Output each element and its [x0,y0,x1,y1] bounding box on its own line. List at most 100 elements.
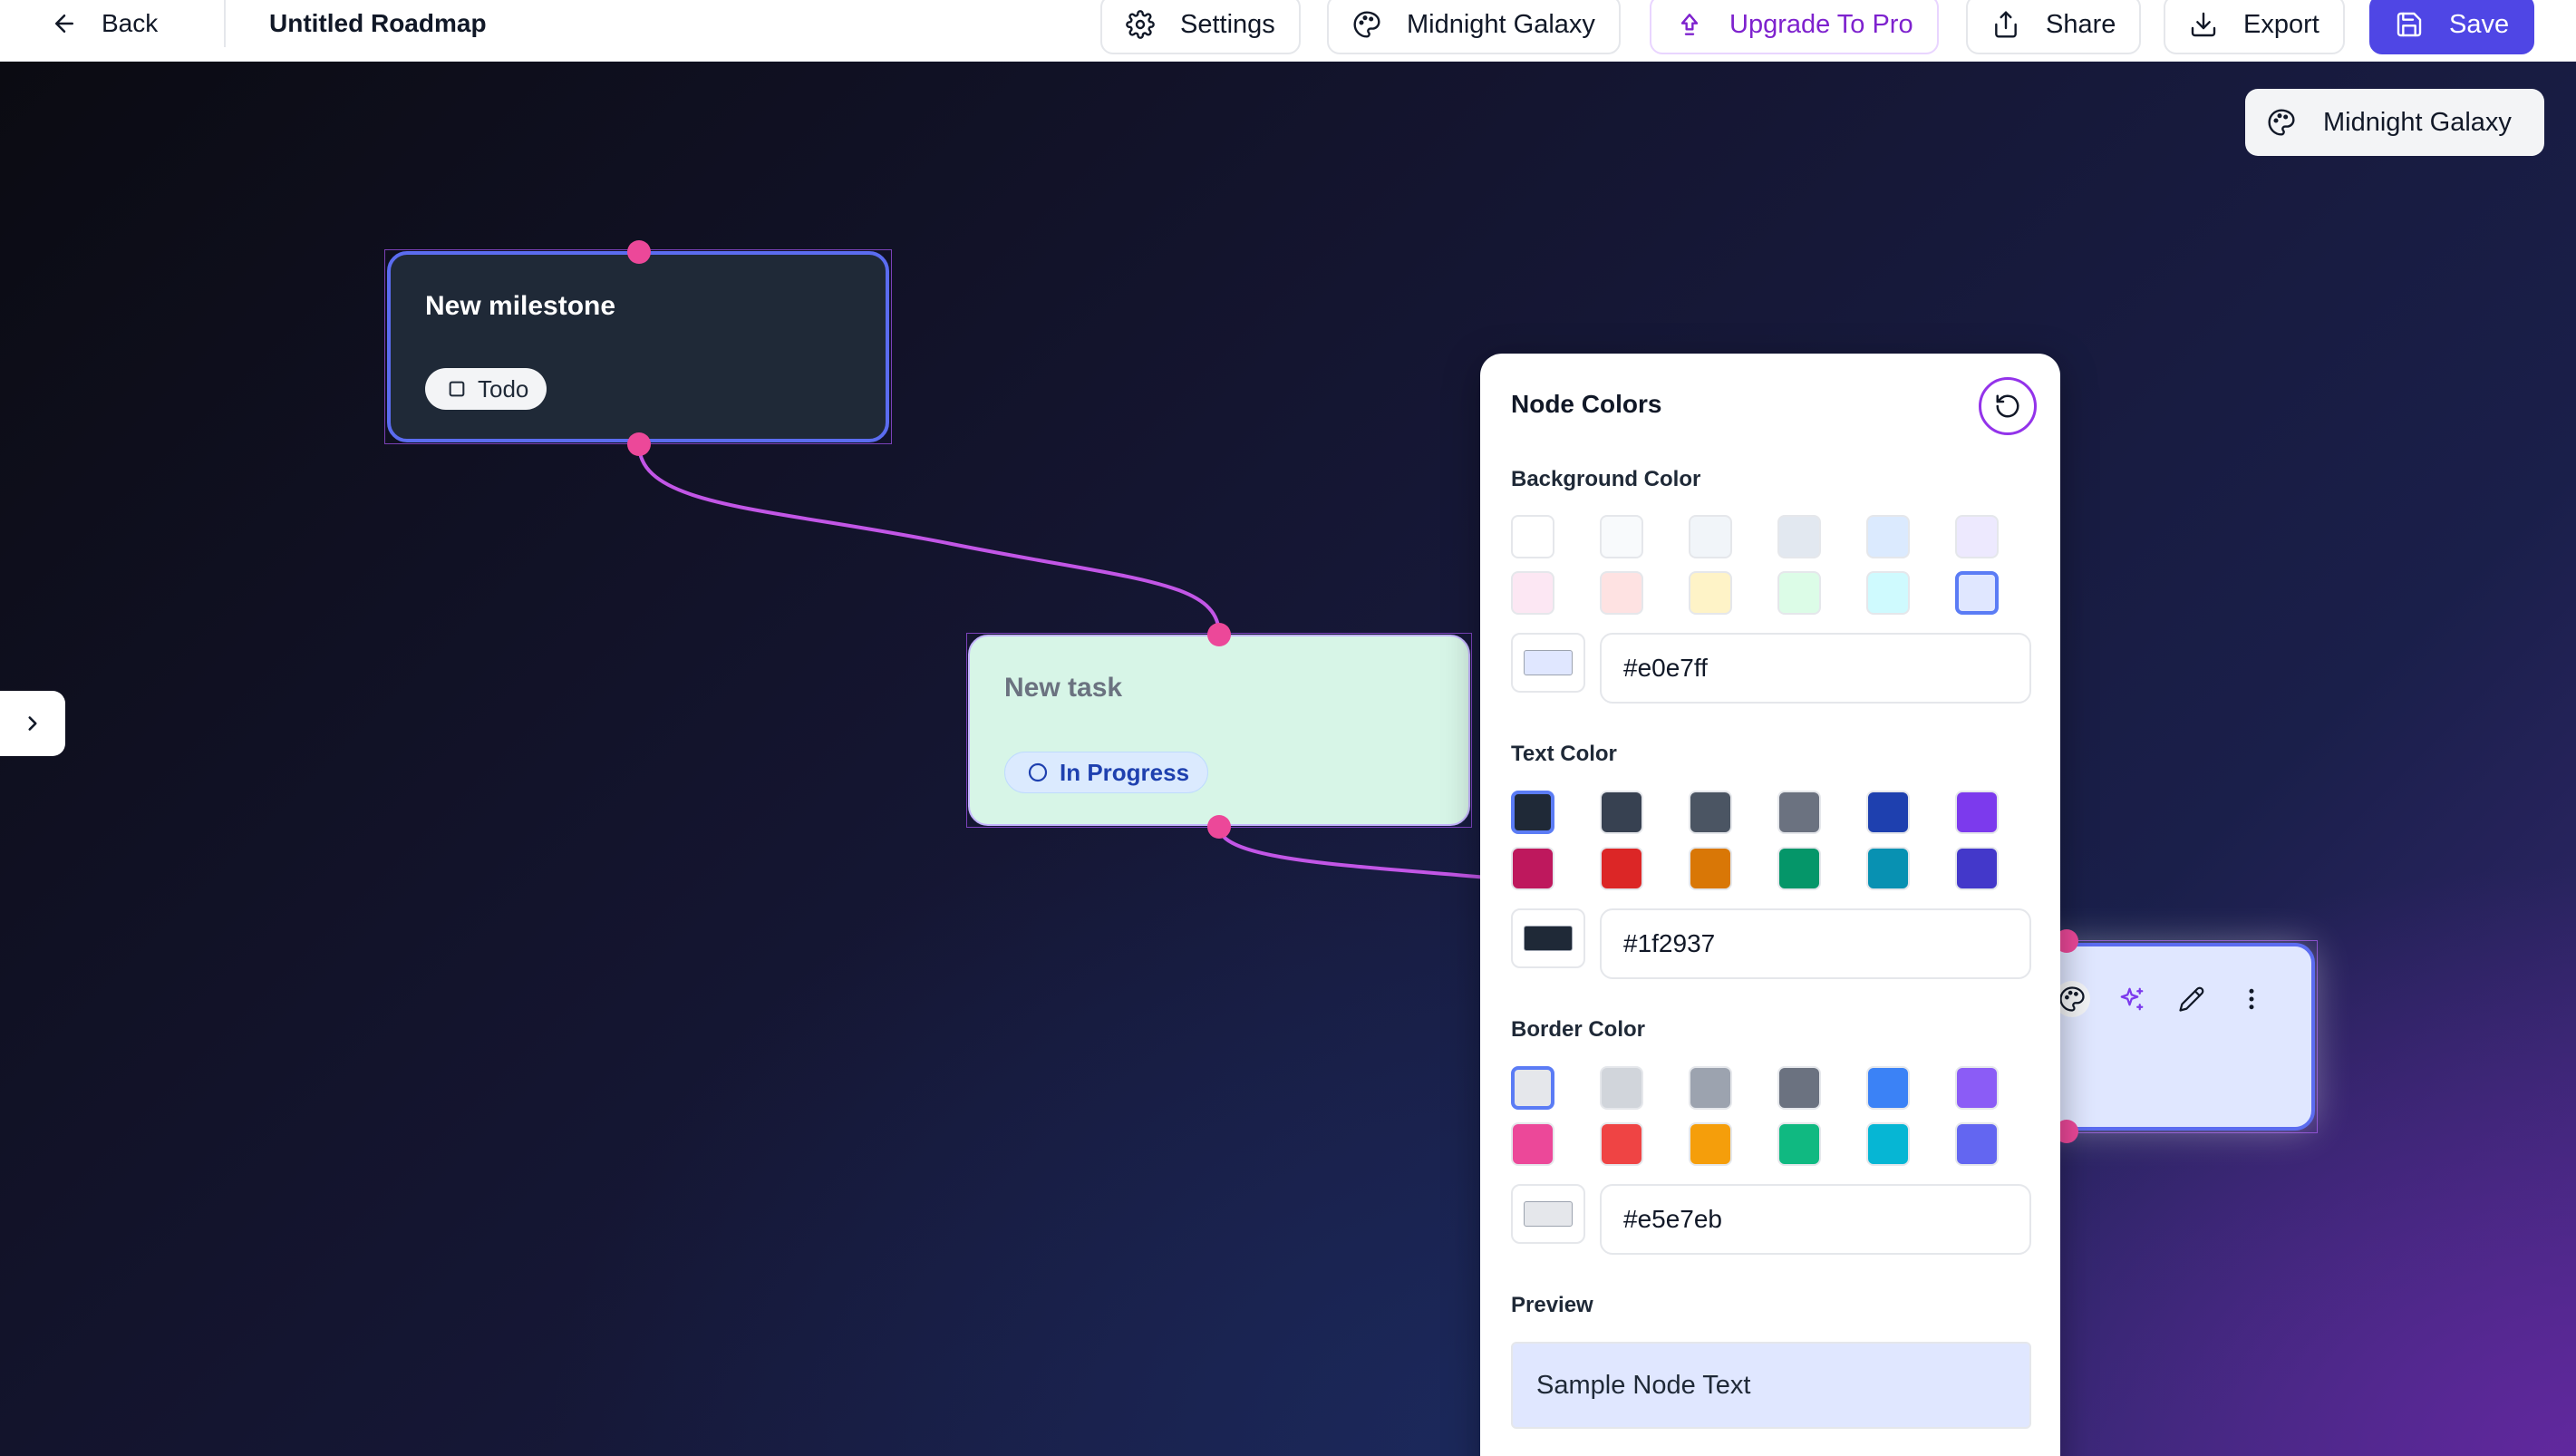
text-swatch[interactable] [1955,791,1999,834]
border-swatch[interactable] [1689,1122,1732,1166]
background-swatch[interactable] [1866,515,1910,558]
background-swatch[interactable] [1689,515,1732,558]
background-swatch[interactable] [1777,571,1821,615]
text-swatch[interactable] [1866,847,1910,890]
color-preview-chip [1524,926,1573,951]
border-swatch[interactable] [1600,1122,1643,1166]
border-swatch-grid [1511,1066,1999,1166]
share-icon [1995,11,2017,38]
background-swatch[interactable] [1600,515,1643,558]
background-swatch[interactable] [1955,571,1999,615]
status-label: Todo [478,374,529,403]
text-swatch[interactable] [1777,791,1821,834]
reset-icon [1996,394,2019,418]
node-handle-top[interactable] [1207,623,1231,646]
text-swatch[interactable] [1511,847,1554,890]
background-swatch[interactable] [1511,515,1554,558]
text-swatch[interactable] [1600,791,1643,834]
status-label: In Progress [1060,758,1190,786]
border-swatch[interactable] [1955,1066,1999,1110]
text-hex-row [1511,908,2031,979]
text-color-label: Text Color [1511,742,1617,766]
background-color-label: Background Color [1511,467,1701,491]
background-swatch[interactable] [1955,515,1999,558]
export-label: Export [2243,9,2319,39]
export-button[interactable]: Export [2164,0,2345,54]
theme-chip-label: Midnight Galaxy [2323,107,2512,137]
circle-icon [1028,762,1048,782]
border-swatch[interactable] [1777,1066,1821,1110]
upgrade-label: Upgrade To Pro [1729,9,1913,39]
more-vertical-icon[interactable] [2233,981,2270,1017]
sidebar-toggle-button[interactable] [0,691,65,756]
node-handle-bottom[interactable] [1207,815,1231,839]
sparkles-icon[interactable] [2114,981,2150,1017]
milestone-node[interactable]: New milestone Todo [387,251,889,442]
border-swatch[interactable] [1866,1066,1910,1110]
border-swatch[interactable] [1600,1066,1643,1110]
background-swatch[interactable] [1777,515,1821,558]
status-badge[interactable]: Todo [425,368,547,410]
settings-button[interactable]: Settings [1100,0,1301,54]
node-handle-top[interactable] [627,240,651,264]
palette-icon [1353,11,1380,38]
preview-box: Sample Node Text [1511,1342,2031,1429]
palette-icon [2268,109,2295,136]
chevron-right-icon [28,716,37,731]
node-colors-panel: Node Colors Background Color Text Color … [1480,354,2060,1456]
background-swatch[interactable] [1866,571,1910,615]
back-button[interactable]: Back [51,0,158,47]
text-swatch[interactable] [1955,847,1999,890]
text-swatch[interactable] [1600,847,1643,890]
pencil-icon[interactable] [2174,981,2210,1017]
border-swatch[interactable] [1511,1122,1554,1166]
background-swatch[interactable] [1511,571,1554,615]
page-title[interactable]: Untitled Roadmap [269,9,487,37]
theme-chip[interactable]: Midnight Galaxy [2245,89,2544,156]
theme-button[interactable]: Midnight Galaxy [1327,0,1621,54]
upgrade-icon [1680,14,1699,35]
text-swatch-grid [1511,791,1999,890]
background-swatch[interactable] [1600,571,1643,615]
text-swatch[interactable] [1511,791,1554,834]
border-hex-row [1511,1184,2031,1255]
border-swatch[interactable] [1866,1122,1910,1166]
border-color-picker[interactable] [1511,1184,1585,1244]
text-swatch[interactable] [1689,847,1732,890]
save-button[interactable]: Save [2369,0,2535,54]
back-label: Back [102,9,159,37]
text-hex-input[interactable] [1600,908,2031,979]
text-swatch[interactable] [1866,791,1910,834]
node-title: New milestone [425,291,616,321]
color-preview-chip [1524,1201,1573,1227]
background-swatch-grid [1511,515,1999,615]
settings-label: Settings [1180,9,1275,39]
border-hex-input[interactable] [1600,1184,2031,1255]
text-swatch[interactable] [1689,791,1732,834]
share-button[interactable]: Share [1966,0,2142,54]
border-swatch[interactable] [1511,1066,1554,1110]
top-bar: Back Untitled Roadmap Settings Midnight … [0,0,2576,62]
border-swatch[interactable] [1955,1122,1999,1166]
square-icon [449,381,465,397]
background-swatch[interactable] [1689,571,1732,615]
preview-text: Sample Node Text [1536,1370,1751,1400]
upgrade-button[interactable]: Upgrade To Pro [1650,0,1939,54]
download-icon [2191,12,2216,37]
share-label: Share [2046,9,2116,39]
background-hex-input[interactable] [1600,633,2031,704]
border-swatch[interactable] [1777,1122,1821,1166]
border-swatch[interactable] [1689,1066,1732,1110]
gear-icon [1126,10,1155,39]
background-hex-row [1511,633,2031,704]
node-handle-bottom[interactable] [627,432,651,456]
color-preview-chip [1524,650,1573,675]
text-color-picker[interactable] [1511,908,1585,968]
status-badge[interactable]: In Progress [1004,752,1209,793]
text-swatch[interactable] [1777,847,1821,890]
reset-colors-button[interactable] [1979,377,2037,435]
background-color-picker[interactable] [1511,633,1585,693]
node-title: New task [1004,673,1123,703]
arrow-left-icon [55,15,73,33]
task-node[interactable]: New task In Progress [968,635,1470,826]
